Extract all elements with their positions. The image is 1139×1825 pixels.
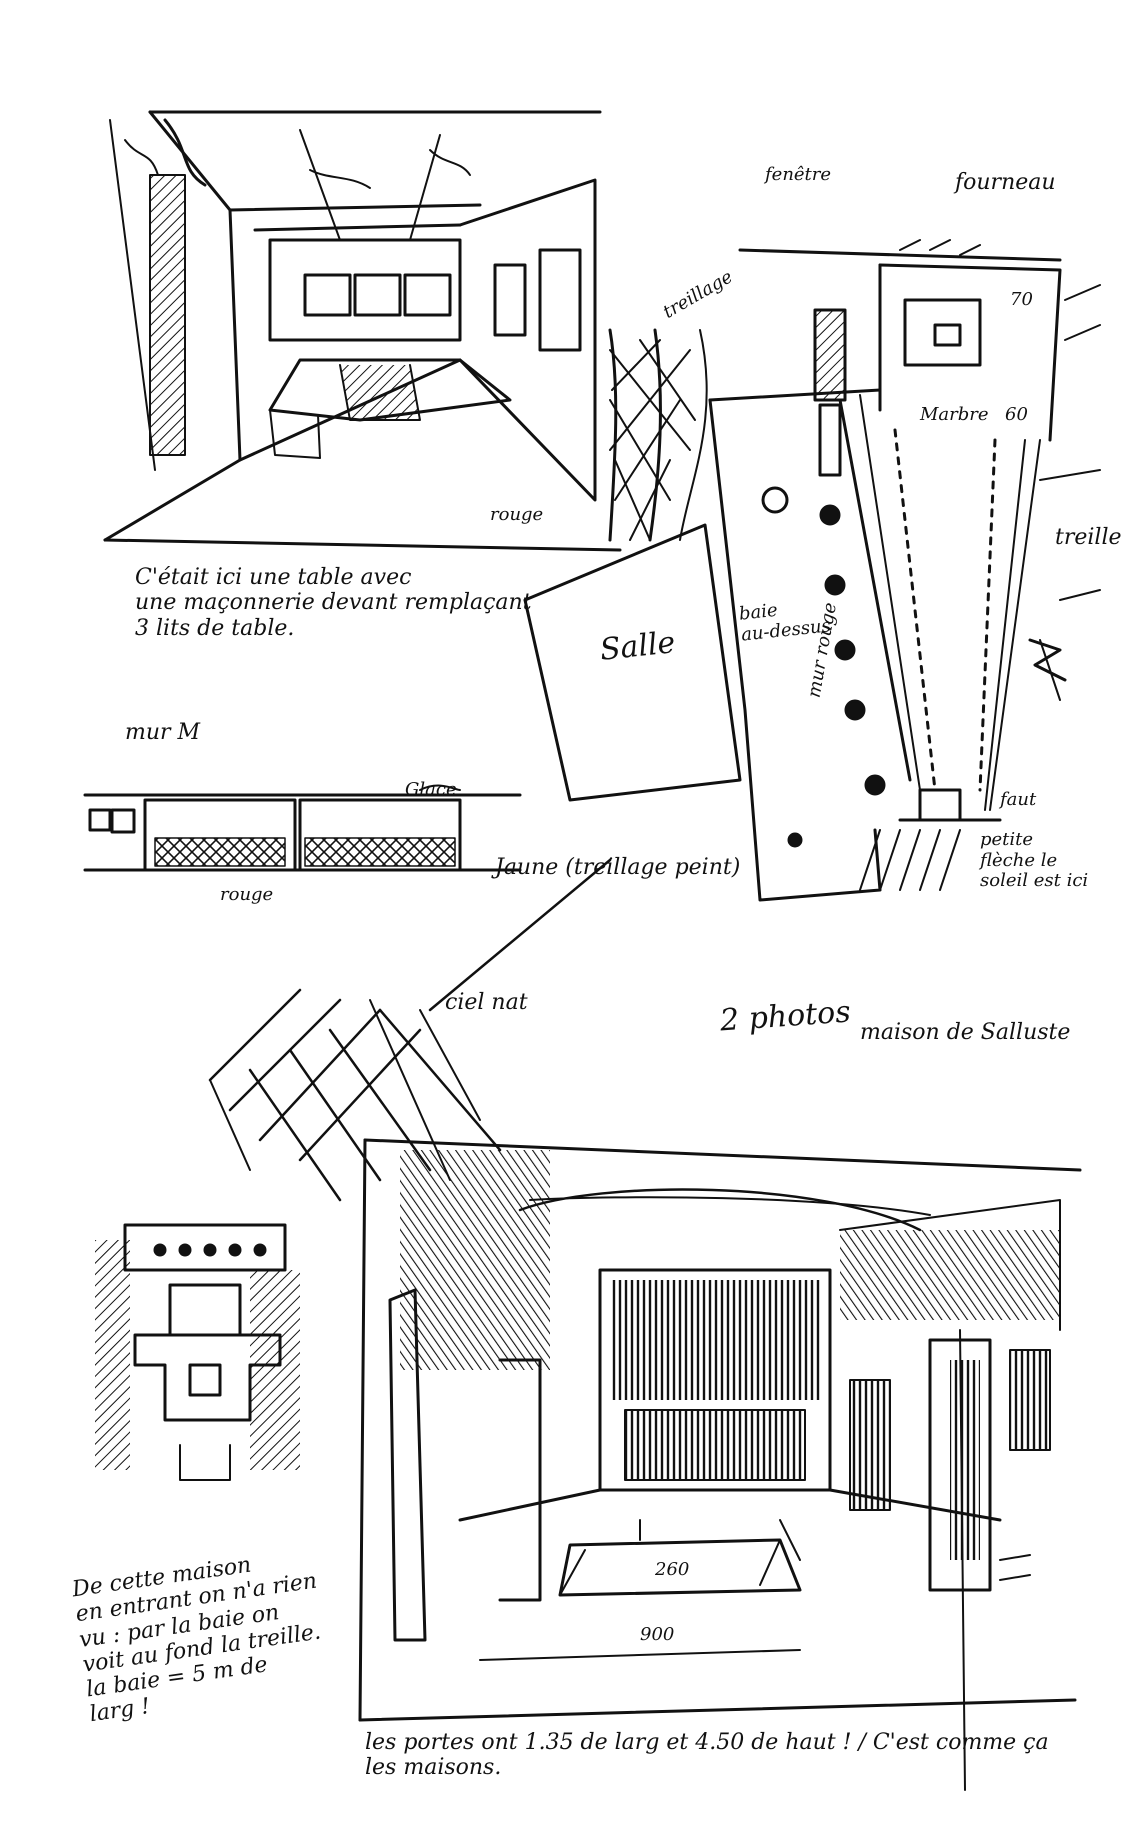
label-70: 70 bbox=[1010, 289, 1033, 310]
label-marbre: Marbre bbox=[920, 404, 989, 425]
label-60: 60 bbox=[1005, 404, 1028, 425]
interior-perspective-sketch bbox=[103, 110, 708, 552]
caption-bottom: les portes ont 1.35 de larg et 4.50 de h… bbox=[365, 1730, 1049, 1781]
atrium-perspective-sketch bbox=[358, 1138, 1082, 1791]
small-elevation-sketch bbox=[95, 1223, 300, 1481]
note-rouge-top: rouge bbox=[490, 504, 544, 525]
caption-top: C'était ici une table avec une maçonneri… bbox=[135, 565, 532, 641]
label-dim-260: 260 bbox=[655, 1559, 690, 1580]
label-dim-900: 900 bbox=[640, 1624, 675, 1645]
label-fourneau: fourneau bbox=[955, 170, 1056, 195]
label-jaune: Jaune (treillage peint) bbox=[495, 855, 741, 880]
floor-plan-sketch bbox=[523, 239, 1101, 902]
trellis-lines bbox=[208, 988, 502, 1202]
label-glace: Glace bbox=[405, 779, 457, 800]
label-rouge-below: rouge bbox=[220, 884, 274, 905]
label-faut: faut bbox=[1000, 789, 1037, 810]
wall-elevation-sketch bbox=[83, 784, 612, 1012]
label-ciel: ciel nat bbox=[445, 990, 528, 1015]
label-petite-fleche: petite flèche le soleil est ici bbox=[980, 829, 1089, 892]
label-maison: maison de Salluste bbox=[860, 1020, 1071, 1045]
label-mur-m: mur M bbox=[125, 720, 201, 745]
label-fenetre: fenêtre bbox=[765, 164, 832, 185]
label-treille: treille bbox=[1055, 525, 1122, 550]
